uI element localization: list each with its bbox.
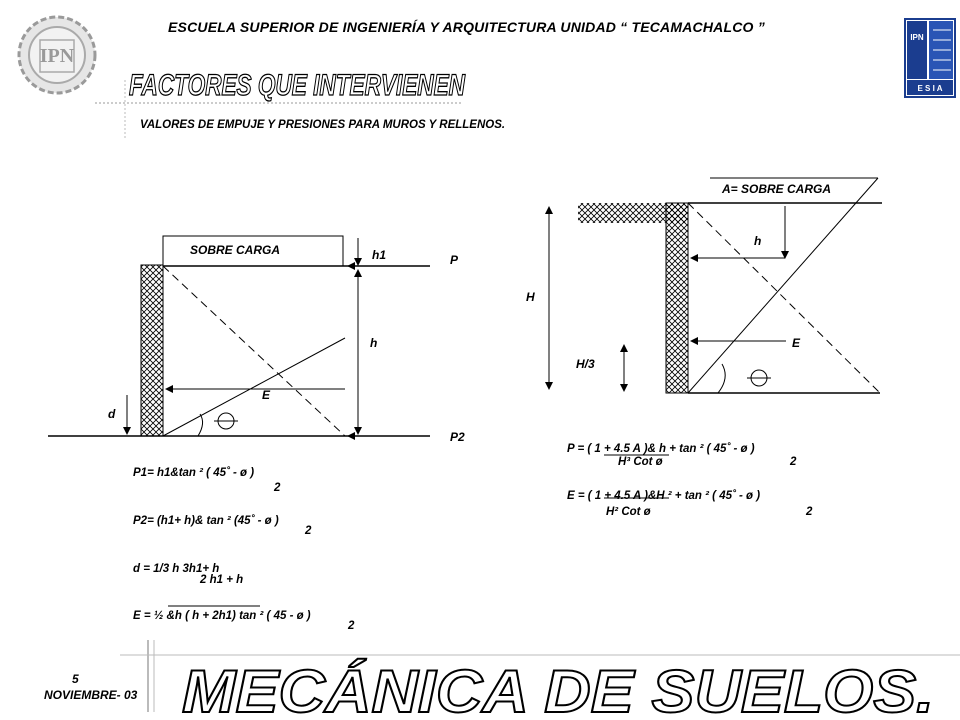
footer-banner: MECÁNICA DE SUELOS. (182, 658, 934, 720)
ipn-logo-icon: IPN (17, 15, 97, 95)
left-e-label: E (262, 388, 271, 402)
svg-text:IPN: IPN (910, 33, 924, 42)
formula-e-left: E = ½ &h ( h + 2h1) tan ² ( 45 - ø ) (133, 610, 311, 622)
p2-label: P2 (450, 430, 465, 444)
formula-e-right-den2: 2 (806, 506, 813, 518)
h-label: h (370, 336, 378, 350)
left-angle-arc (197, 413, 204, 437)
svg-text:E S I A: E S I A (917, 84, 942, 93)
subtitle: VALORES DE EMPUJE Y PRESIONES PARA MUROS… (140, 119, 506, 131)
right-wall-hatch (665, 202, 689, 394)
formula-d: d = 1/3 h 3h1+ h (133, 563, 220, 575)
page-title: FACTORES QUE INTERVIENEN (129, 69, 466, 102)
formula-p-right-den2: 2 (790, 456, 797, 468)
left-retaining-wall-diagram (48, 235, 430, 440)
h1-label: h1 (372, 248, 387, 262)
formula-e-right-den1: H² Cot ø (606, 506, 651, 518)
right-top-hatch (578, 203, 688, 223)
left-surcharge-label: SOBRE CARGA (190, 243, 281, 257)
left-wall-hatch (140, 264, 164, 437)
formula-p2: P2= (h1+ h)& tan ² (45˚ - ø ) (133, 515, 279, 527)
esia-logo-icon: IPN E S I A (904, 18, 956, 98)
d-label: d (108, 407, 116, 421)
formula-p-right: P = ( 1 + 4.5 A )& h + tan ² ( 45˚ - ø ) (567, 443, 755, 455)
right-angle-arc (717, 363, 726, 394)
formula-e-left-den: 2 (348, 620, 355, 632)
formula-p2-den: 2 (305, 525, 312, 537)
formula-d-den: 2 h1 + h (200, 574, 244, 586)
right-rupture-dashed-line (687, 202, 881, 394)
right-retaining-wall-diagram (545, 177, 882, 394)
school-name: ESCUELA SUPERIOR DE INGENIERÍA Y ARQUITE… (168, 19, 765, 35)
right-surcharge-label: A= SOBRE CARGA (722, 182, 832, 196)
left-rupture-dashed-line (162, 265, 346, 437)
H-label: H (526, 290, 535, 304)
formula-e-right: E = ( 1 + 4.5 A )&H ² + tan ² ( 45˚ - ø … (567, 490, 761, 502)
left-friction-line (162, 337, 346, 437)
formula-p1-den: 2 (274, 482, 281, 494)
formula-p-right-den1: H³ Cot ø (618, 456, 663, 468)
page-number: 5 (72, 672, 79, 686)
footer-date: NOVIEMBRE- 03 (44, 688, 138, 702)
formula-p1: P1= h1&tan ² ( 45˚ - ø ) (133, 467, 255, 479)
ipn-logo-text: IPN (40, 45, 75, 67)
right-h-label: h (754, 234, 762, 248)
right-e-label: E (792, 336, 801, 350)
p-label: P (450, 253, 459, 267)
h3-label: H/3 (576, 357, 595, 371)
right-friction-line (687, 177, 879, 394)
